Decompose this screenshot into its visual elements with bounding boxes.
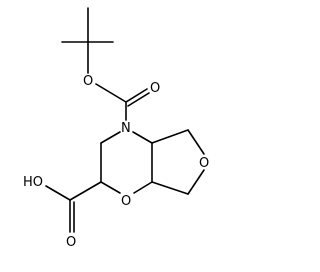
atom-ring-nitrogen: N <box>121 121 131 136</box>
bond-cooh-oh <box>45 185 71 201</box>
bond-c4a-n <box>132 131 153 144</box>
bond-carbonyl-double-2 <box>127 92 150 107</box>
atom-furan-oxygen: O <box>199 156 209 171</box>
bond-ch2-c8a <box>151 181 189 195</box>
bond-c3-cooh <box>69 181 102 201</box>
atom-acid-oxygen: O <box>66 235 76 250</box>
bond-ofuran-ch2 <box>187 169 205 195</box>
atom-ring-oxygen: O <box>121 194 131 209</box>
molecule-diagram: O O N O O HO O <box>23 7 209 250</box>
bond-c3-o <box>100 181 121 194</box>
carbamate-group <box>95 83 150 121</box>
atom-carbonyl-oxygen: O <box>150 81 160 96</box>
tert-butyl-group <box>61 7 114 74</box>
bond-o-c8a <box>133 181 153 194</box>
bond-ch2-ofuran <box>187 129 205 155</box>
morpholine-ring <box>100 131 153 194</box>
bond-n-ch2 <box>100 131 121 144</box>
atom-acid-hydroxyl: HO <box>23 175 43 190</box>
carboxylic-acid-group <box>45 181 102 233</box>
bond-o-carbonyl-carbon <box>95 83 127 103</box>
bond-c4a-ch2 <box>151 129 189 144</box>
furan-ring <box>151 129 205 195</box>
bond-carbonyl-double-1 <box>125 88 148 103</box>
atom-ester-oxygen: O <box>83 74 93 89</box>
structure-svg: O O N O O HO O <box>23 7 209 250</box>
